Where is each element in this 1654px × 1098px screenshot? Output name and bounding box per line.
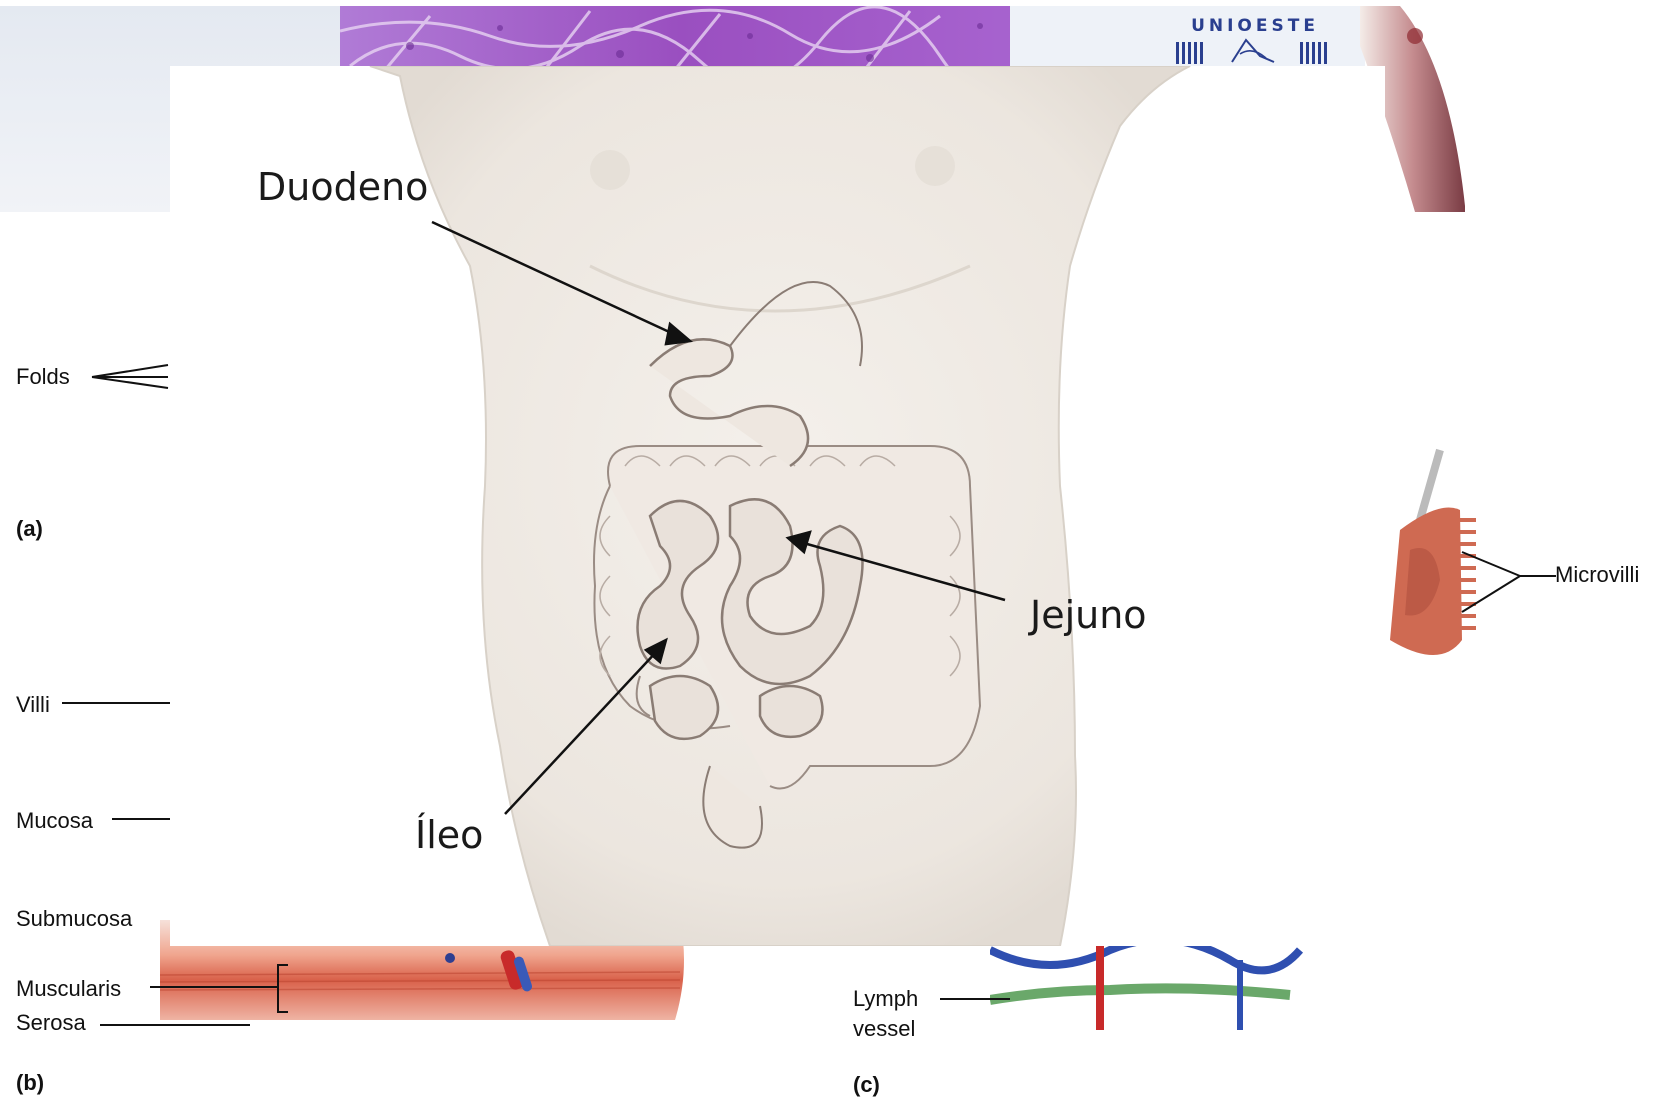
villi-label: Villi — [16, 694, 50, 716]
panel-c-label: (c) — [853, 1074, 880, 1096]
muscularis-bracket — [150, 960, 290, 1020]
serosa-leader-line — [100, 1022, 260, 1028]
muscularis-label: Muscularis — [16, 978, 121, 1000]
jejuno-label: Jejuno — [1030, 596, 1147, 634]
microvilli-leader-lines — [1460, 540, 1560, 620]
folds-leader-lines — [90, 360, 170, 400]
vessels-illustration — [990, 930, 1310, 1040]
duodeno-label: Duodeno — [257, 168, 428, 206]
lymph-vessel-label-line2: vessel — [853, 1018, 915, 1040]
folds-label: Folds — [16, 366, 70, 388]
submucosa-label: Submucosa — [16, 908, 132, 930]
abdomen-figure: Duodeno Jejuno Íleo — [170, 66, 1385, 946]
mucosa-label: Mucosa — [16, 810, 93, 832]
villi-leader-line — [62, 700, 172, 706]
lymph-vessel-leader-line — [940, 996, 1010, 1002]
ileo-label: Íleo — [415, 816, 483, 854]
panel-b-label: (b) — [16, 1072, 44, 1094]
serosa-label: Serosa — [16, 1012, 86, 1034]
logo-text: UNIOESTE — [1170, 16, 1340, 36]
panel-a-label: (a) — [16, 518, 43, 540]
mucosa-leader-line — [112, 816, 172, 822]
logo-mark-icon — [1170, 36, 1340, 66]
lymph-vessel-label-line1: Lymph — [853, 988, 918, 1010]
microvilli-label: Microvilli — [1555, 564, 1639, 586]
